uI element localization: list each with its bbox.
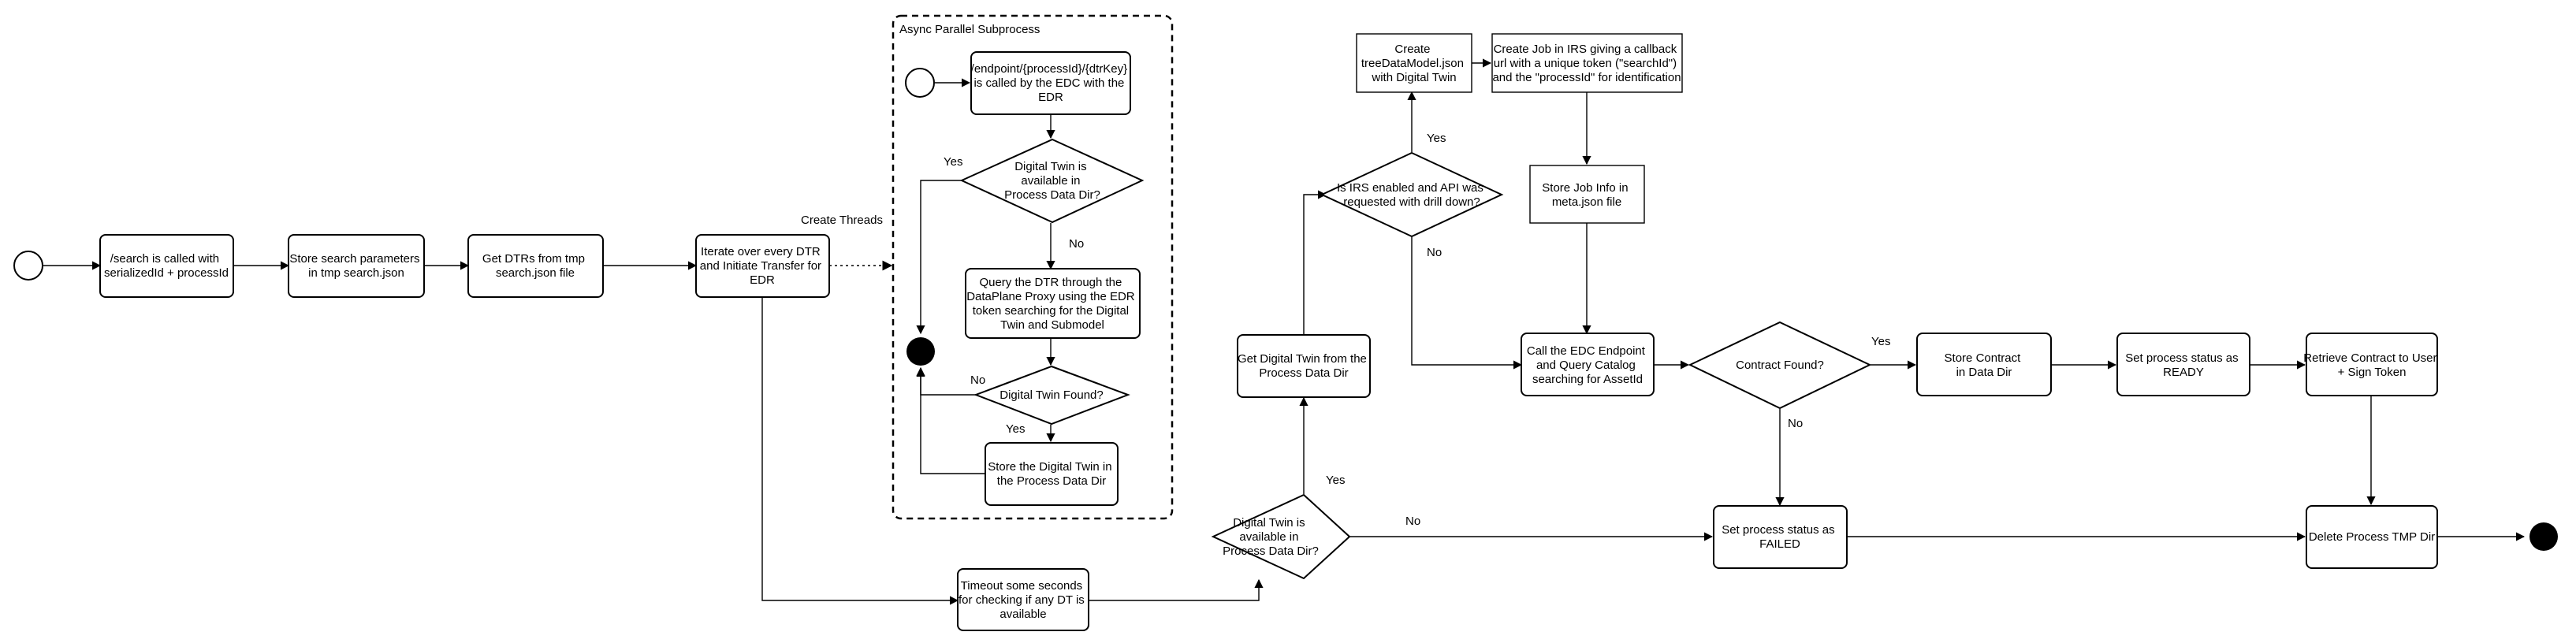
edge-store-dt-to-end	[916, 367, 985, 474]
timeout-label: Timeout some seconds for checking if any…	[959, 579, 1088, 621]
edge-label-sub-yes: Yes	[944, 155, 962, 169]
iterate-dtr-box	[695, 234, 830, 298]
delete-tmp-label: Delete Process TMP Dir	[2309, 530, 2435, 544]
query-dtr-box	[965, 268, 1141, 339]
store-contract-box	[1916, 333, 2052, 396]
retrieve-contract-label: Retrieve Contract to User + Sign Token	[2303, 351, 2440, 379]
query-dtr-label: Query the DTR through the DataPlane Prox…	[966, 276, 1138, 332]
search-called-box	[99, 234, 234, 298]
iterate-dtr-label: Iterate over every DTR and Initiate Tran…	[700, 245, 825, 287]
create-tree-label: Create treeDataModel.json with Digital T…	[1361, 43, 1467, 84]
subprocess-start-node	[905, 68, 935, 98]
create-job-label: Create Job in IRS giving a callback url …	[1492, 43, 1681, 84]
edge-label-contract-yes: Yes	[1871, 335, 1890, 348]
async-subprocess-title: Async Parallel Subprocess	[899, 23, 1040, 36]
edge-iterate-to-timeout	[761, 297, 959, 605]
set-ready-label: Set process status as READY	[2125, 351, 2242, 379]
dt-available-main-diamond	[1211, 493, 1351, 580]
store-params-box	[288, 234, 425, 298]
dt-available-sub-diamond	[959, 138, 1145, 224]
set-ready-box	[2116, 333, 2250, 396]
dt-available-sub-label: Digital Twin is available in Process Dat…	[1004, 160, 1100, 202]
retrieve-contract-box	[2306, 333, 2438, 396]
store-job-label: Store Job Info in meta.json file	[1542, 181, 1631, 209]
async-subprocess-group	[892, 14, 1174, 520]
edge-label-contract-no: No	[1788, 417, 1803, 430]
edge-timeout-to-dt-check	[1089, 578, 1264, 601]
store-dt-box	[985, 442, 1119, 506]
edge-label-sub-no: No	[1069, 237, 1084, 251]
contract-found-diamond	[1688, 321, 1872, 410]
edge-label-main-yes: Yes	[1326, 474, 1345, 487]
store-params-label: Store search parameters in tmp search.js…	[289, 252, 423, 280]
irs-enabled-diamond	[1320, 151, 1504, 238]
endpoint-called-label: /endpoint/{processId}/{dtrKey} is called…	[971, 62, 1131, 104]
edge-label-found-yes: Yes	[1006, 422, 1025, 436]
search-called-label: /search is called with serializedId + pr…	[104, 252, 229, 280]
store-contract-label: Store Contract in Data Dir	[1945, 351, 2024, 379]
edge-irs-no	[1411, 237, 1523, 370]
create-job-box	[1491, 33, 1683, 93]
edge-label-irs-no: No	[1427, 246, 1442, 259]
edge-dt-available-yes	[916, 180, 962, 335]
store-job-box	[1529, 165, 1645, 224]
get-dt-box	[1237, 334, 1371, 398]
end-node	[2529, 522, 2558, 551]
delete-tmp-box	[2306, 505, 2438, 569]
get-dtrs-box	[467, 234, 604, 298]
set-failed-label: Set process status as FAILED	[1722, 523, 1838, 551]
edge-label-main-no: No	[1405, 515, 1420, 528]
edge-get-dt-to-irs	[1303, 190, 1327, 335]
dt-found-diamond	[973, 365, 1130, 426]
edge-label-irs-yes: Yes	[1427, 132, 1446, 145]
call-edc-label: Call the EDC Endpoint and Query Catalog …	[1527, 344, 1648, 386]
get-dtrs-label: Get DTRs from tmp search.json file	[482, 252, 588, 280]
subprocess-end-node	[906, 337, 935, 366]
store-dt-label: Store the Digital Twin in the Process Da…	[988, 460, 1115, 488]
set-failed-box	[1713, 505, 1848, 569]
edge-label-create-threads: Create Threads	[801, 214, 883, 227]
timeout-box	[957, 568, 1089, 631]
dt-found-label: Digital Twin Found?	[1000, 388, 1103, 402]
get-dt-label: Get Digital Twin from the Process Data D…	[1238, 352, 1370, 380]
call-edc-box	[1521, 333, 1655, 396]
irs-enabled-label: Is IRS enabled and API was requested wit…	[1337, 181, 1487, 209]
edge-found-no	[916, 366, 976, 396]
create-tree-box	[1356, 33, 1472, 93]
start-node	[13, 251, 43, 281]
contract-found-label: Contract Found?	[1736, 359, 1824, 372]
edge-label-found-no: No	[970, 374, 985, 387]
endpoint-called-box	[970, 51, 1131, 115]
edges	[43, 58, 2526, 605]
dt-available-main-label: Digital Twin is available in Process Dat…	[1223, 516, 1319, 558]
